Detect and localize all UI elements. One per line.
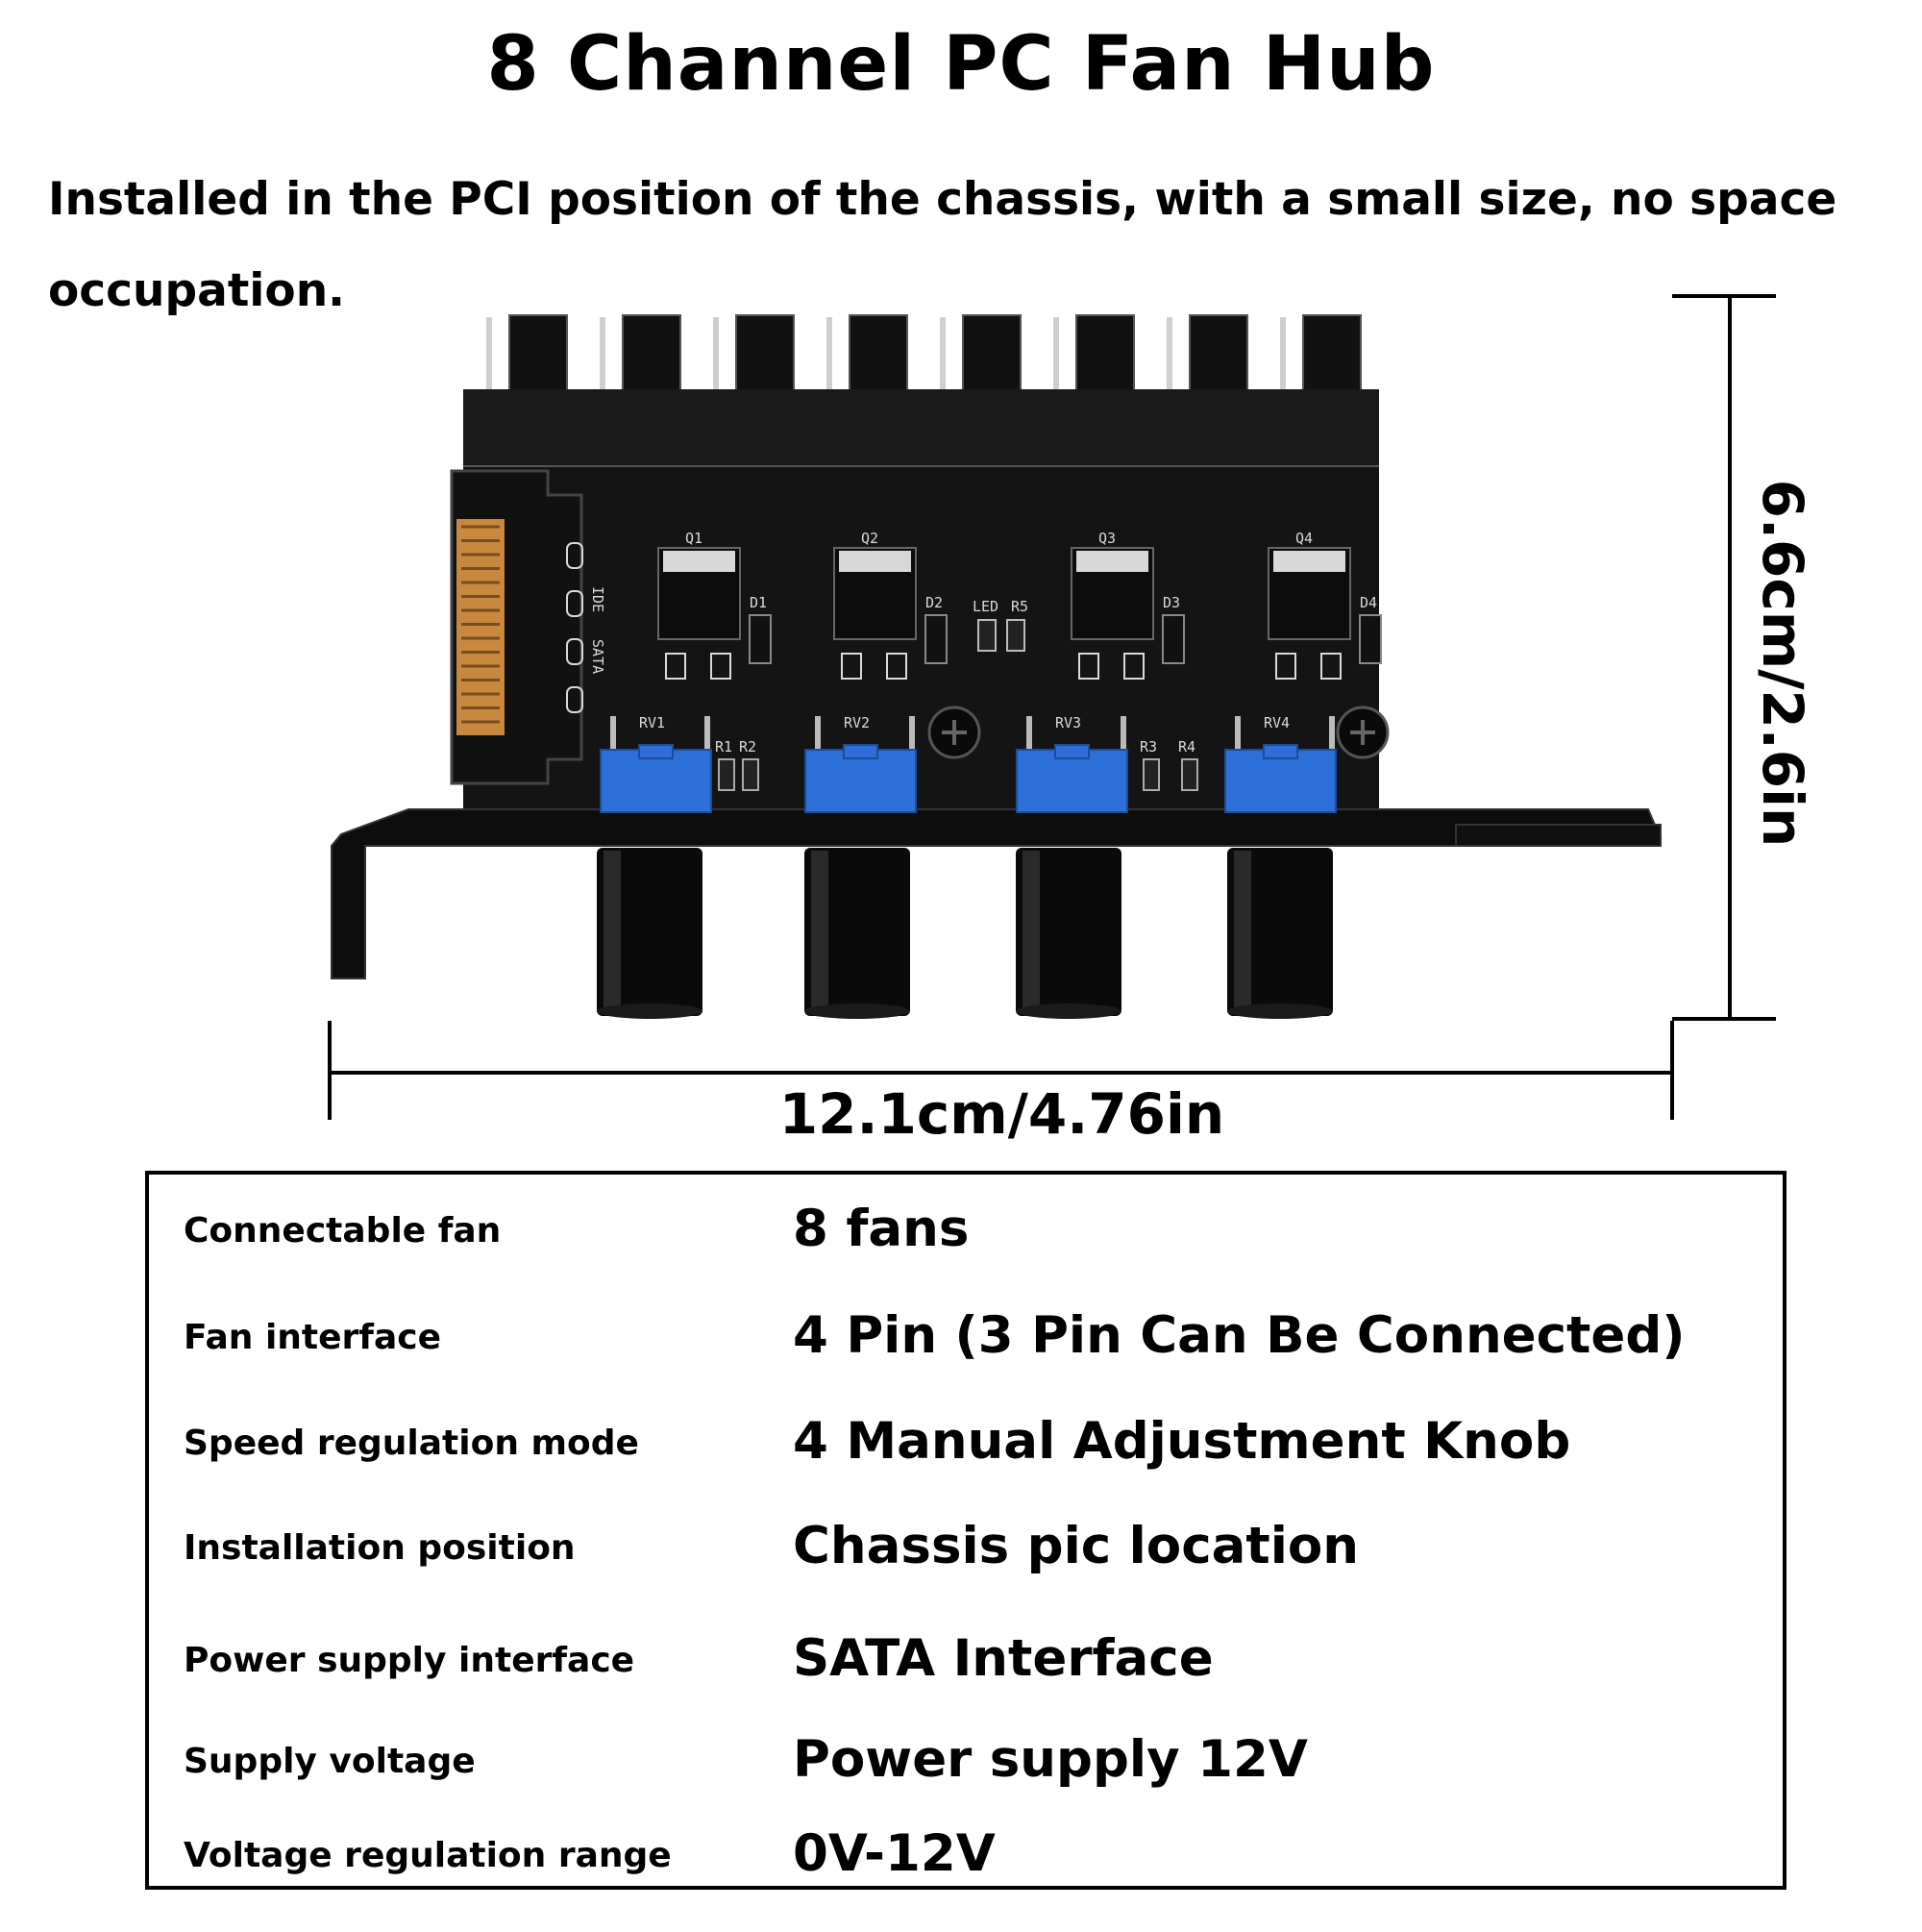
- power-pad: [566, 590, 583, 617]
- ide-label: IDE: [589, 586, 606, 612]
- diode: [1162, 614, 1185, 664]
- spec-value: 4 Manual Adjustment Knob: [793, 1412, 1571, 1471]
- knob-shafts: [597, 848, 1333, 1019]
- led-label: LED: [973, 598, 998, 615]
- diode: [924, 614, 948, 664]
- mount-screws: [927, 706, 1390, 759]
- spec-value: Power supply 12V: [793, 1730, 1308, 1789]
- potentiometer-label: RV3: [1055, 714, 1081, 731]
- potentiometer-label: RV4: [1264, 714, 1290, 731]
- spec-row: Installation position Chassis pic locati…: [149, 1517, 1783, 1624]
- pci-bracket: [331, 808, 1663, 979]
- height-dimension-text: 6.6cm/2.6in: [1750, 479, 1815, 848]
- power-silkscreen: IDE SATA: [566, 542, 606, 713]
- resistor-label: R4: [1178, 738, 1195, 755]
- diode-label: D1: [750, 594, 767, 611]
- mosfet-label: Q4: [1295, 530, 1313, 547]
- width-dimension-label: 12.1cm/4.76in: [778, 1081, 1225, 1147]
- mosfet-label: Q1: [685, 530, 702, 547]
- spec-table: Connectable fan 8 fans Fan interface 4 P…: [145, 1171, 1786, 1890]
- knob-shaft: [804, 848, 910, 1019]
- spec-value: Chassis pic location: [793, 1517, 1360, 1575]
- spec-row: Fan interface 4 Pin (3 Pin Can Be Connec…: [149, 1306, 1783, 1414]
- spec-value: SATA Interface: [793, 1629, 1214, 1688]
- spec-row: Connectable fan 8 fans: [149, 1200, 1783, 1307]
- diode: [1359, 614, 1382, 664]
- spec-label: Fan interface: [184, 1318, 441, 1357]
- knob-shaft: [1016, 848, 1121, 1019]
- potentiometer-label: RV2: [844, 714, 870, 731]
- spec-value: 0V-12V: [793, 1824, 996, 1883]
- resistor: [718, 758, 735, 791]
- spec-row: Power supply interface SATA Interface: [149, 1629, 1783, 1737]
- width-dimension-line: [328, 1021, 1674, 1120]
- spec-value: 8 fans: [793, 1200, 970, 1258]
- speed-knob-potentiometer: RV2: [804, 714, 917, 813]
- diode-label: D2: [925, 594, 943, 611]
- spec-label: Supply voltage: [184, 1742, 476, 1781]
- power-pad: [566, 638, 583, 665]
- diode-label: D4: [1360, 594, 1377, 611]
- sata-power-connector: [450, 469, 583, 785]
- r5-label: R5: [1011, 598, 1028, 615]
- speed-knob-potentiometer: RV4: [1224, 714, 1337, 813]
- spec-label: Connectable fan: [184, 1211, 502, 1251]
- page-subtitle: Installed in the PCI position of the cha…: [48, 173, 1837, 317]
- power-pad: [566, 542, 583, 569]
- mosfet-label: Q2: [861, 530, 878, 547]
- diode: [749, 614, 772, 664]
- potentiometer-label: RV1: [639, 714, 665, 731]
- sata-label: SATA: [589, 639, 606, 674]
- spec-row: Voltage regulation range 0V-12V: [149, 1824, 1783, 1932]
- knob-shaft: [597, 848, 702, 1019]
- spec-label: Speed regulation mode: [184, 1424, 639, 1463]
- resistor: [1181, 758, 1198, 791]
- resistor-label: R2: [739, 738, 756, 755]
- spec-value: 4 Pin (3 Pin Can Be Connected): [793, 1306, 1686, 1365]
- spec-row: Speed regulation mode 4 Manual Adjustmen…: [149, 1412, 1783, 1520]
- resistor: [1143, 758, 1160, 791]
- spec-label: Installation position: [184, 1528, 576, 1568]
- spec-label: Power supply interface: [184, 1641, 635, 1680]
- led-indicator: LED R5: [973, 598, 1028, 652]
- spec-label: Voltage regulation range: [184, 1836, 672, 1875]
- knob-shaft: [1227, 848, 1333, 1019]
- speed-knob-potentiometer: RV3: [1016, 714, 1128, 813]
- resistor-label: R3: [1140, 738, 1157, 755]
- speed-knob-potentiometer: RV1: [600, 714, 712, 813]
- mosfet-label: Q3: [1098, 530, 1116, 547]
- resistor: [742, 758, 759, 791]
- resistor-label: R1: [715, 738, 732, 755]
- power-pad: [566, 686, 583, 713]
- page-title: 8 Channel PC Fan Hub: [486, 21, 1436, 108]
- height-dimension-line: [1672, 294, 1776, 1021]
- diode-label: D3: [1163, 594, 1180, 611]
- spec-row: Supply voltage Power supply 12V: [149, 1730, 1783, 1838]
